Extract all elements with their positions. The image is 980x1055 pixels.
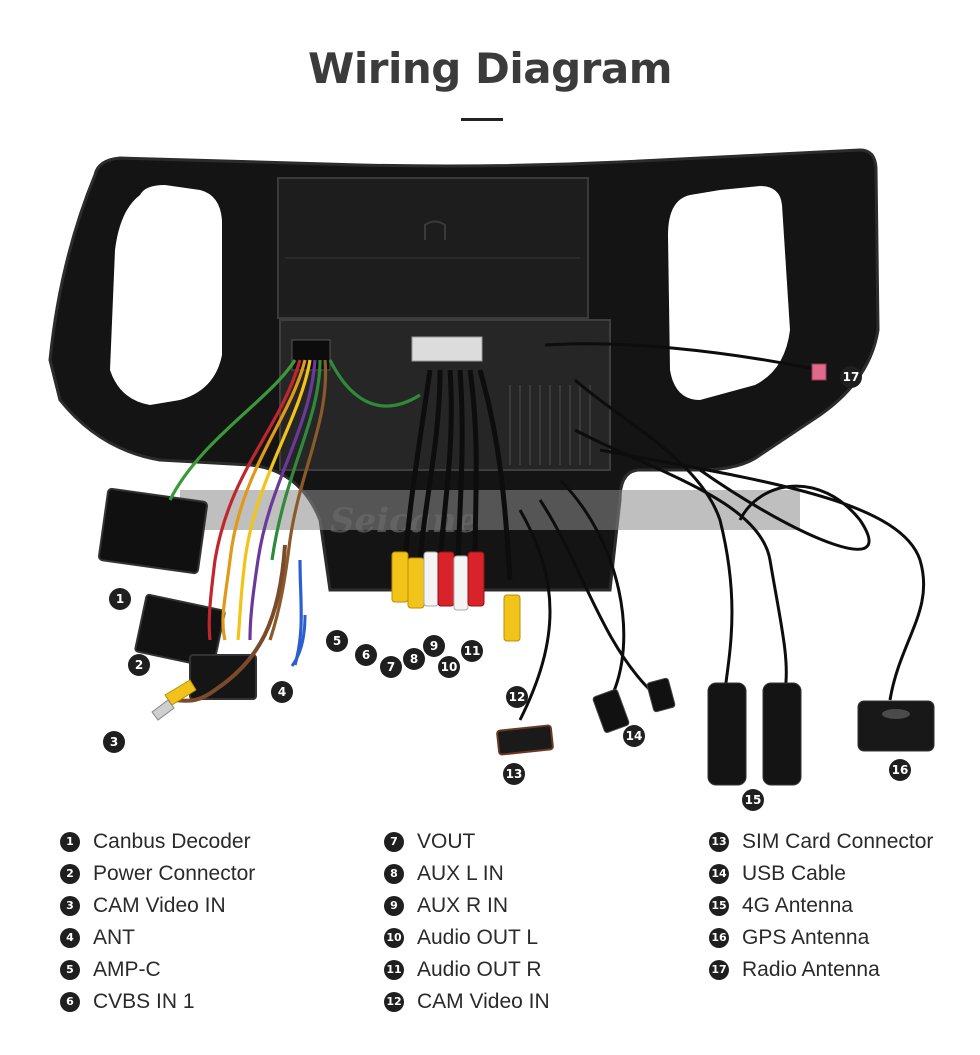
legend-number: 17 (709, 960, 729, 980)
legend-item: 2 Power Connector (60, 858, 255, 890)
legend-number: 2 (60, 864, 80, 884)
callout-13: 13 (503, 763, 525, 785)
legend-number: 15 (709, 896, 729, 916)
callout-11: 11 (461, 640, 483, 662)
radio-antenna-plug (811, 363, 827, 381)
legend-label: AMP-C (93, 958, 161, 981)
legend-label: CAM Video IN (417, 990, 550, 1013)
4g-antenna-1 (707, 682, 747, 786)
rear-connector-middle (411, 336, 483, 362)
head-unit-illustration: Seicane (48, 148, 935, 786)
legend-item: 16 GPS Antenna (709, 922, 933, 954)
bezel-left-cutout (110, 185, 222, 405)
legend-number: 1 (60, 832, 80, 852)
callout-5: 5 (326, 630, 348, 652)
legend-item: 14 USB Cable (709, 858, 933, 890)
watermark-text: Seicane (330, 501, 478, 541)
legend-number: 7 (384, 832, 404, 852)
power-connector-block (134, 593, 226, 669)
legend-number: 5 (60, 960, 80, 980)
legend-label: AUX R IN (417, 894, 509, 917)
legend-label: Audio OUT L (417, 926, 539, 949)
callout-9: 9 (423, 635, 445, 657)
legend-number: 12 (384, 992, 404, 1012)
legend-number: 14 (709, 864, 729, 884)
legend-item: 12 CAM Video IN (384, 986, 550, 1018)
legend-column-3: 13 SIM Card Connector 14 USB Cable 15 4G An… (709, 826, 933, 986)
legend-item: 8 AUX L IN (384, 858, 550, 890)
heat-sink (509, 385, 591, 465)
legend-label: SIM Card Connector (742, 830, 934, 853)
usb-plug-2 (646, 677, 676, 713)
legend-item: 10 Audio OUT L (384, 922, 550, 954)
legend-label: CVBS IN 1 (93, 990, 195, 1013)
legend-label: VOUT (417, 830, 476, 853)
legend-item: 13 SIM Card Connector (709, 826, 933, 858)
legend-item: 17 Radio Antenna (709, 954, 933, 986)
callout-12: 12 (506, 686, 528, 708)
legend-column-1: 1 Canbus Decoder 2 Power Connector 3 CAM Vi… (60, 826, 255, 1018)
legend-item: 7 VOUT (384, 826, 550, 858)
usb-plug-1 (592, 689, 630, 733)
legend-label: Canbus Decoder (93, 830, 251, 853)
sim-card-connector (496, 724, 554, 756)
legend-item: 3 CAM Video IN (60, 890, 255, 922)
callout-8: 8 (403, 648, 425, 670)
legend-label: 4G Antenna (742, 894, 853, 917)
legend-item: 15 4G Antenna (709, 890, 933, 922)
canbus-decoder-box (97, 487, 209, 575)
legend-label: USB Cable (742, 862, 846, 885)
legend-number: 6 (60, 992, 80, 1012)
callout-3: 3 (103, 731, 125, 753)
legend-number: 9 (384, 896, 404, 916)
legend-label: ANT (93, 926, 135, 949)
title-underline (461, 118, 503, 121)
callout-2: 2 (128, 654, 150, 676)
legend-label: Audio OUT R (417, 958, 542, 981)
legend-number: 11 (384, 960, 404, 980)
callout-7: 7 (380, 656, 402, 678)
rca-plugs (391, 551, 521, 642)
cam-video-rca-left (151, 679, 197, 721)
legend-item: 5 AMP-C (60, 954, 255, 986)
legend-item: 6 CVBS IN 1 (60, 986, 255, 1018)
callout-15: 15 (742, 789, 764, 811)
bezel-right-cutout (668, 186, 790, 400)
harness-wires (168, 359, 421, 666)
callout-16: 16 (889, 759, 911, 781)
legend-number: 3 (60, 896, 80, 916)
gps-antenna (857, 700, 935, 752)
legend-number: 8 (384, 864, 404, 884)
legend-label: AUX L IN (417, 862, 504, 885)
legend-label: CAM Video IN (93, 894, 226, 917)
4g-antenna-2 (762, 682, 802, 786)
legend-label: Power Connector (93, 862, 256, 885)
legend-number: 13 (709, 832, 729, 852)
callout-10: 10 (438, 656, 460, 678)
callout-4: 4 (271, 681, 293, 703)
unit-top-panel (277, 177, 589, 319)
legend-number: 10 (384, 928, 404, 948)
legend-item: 9 AUX R IN (384, 890, 550, 922)
callout-14: 14 (623, 725, 645, 747)
legend-item: 11 Audio OUT R (384, 954, 550, 986)
legend-label: Radio Antenna (742, 958, 880, 981)
callout-17: 17 (840, 366, 862, 388)
callout-1: 1 (109, 588, 131, 610)
callout-6: 6 (355, 644, 377, 666)
legend-number: 16 (709, 928, 729, 948)
page-title: Wiring Diagram (308, 44, 672, 93)
legend-number: 4 (60, 928, 80, 948)
legend-item: 4 ANT (60, 922, 255, 954)
legend-item: 1 Canbus Decoder (60, 826, 255, 858)
legend-label: GPS Antenna (742, 926, 870, 949)
